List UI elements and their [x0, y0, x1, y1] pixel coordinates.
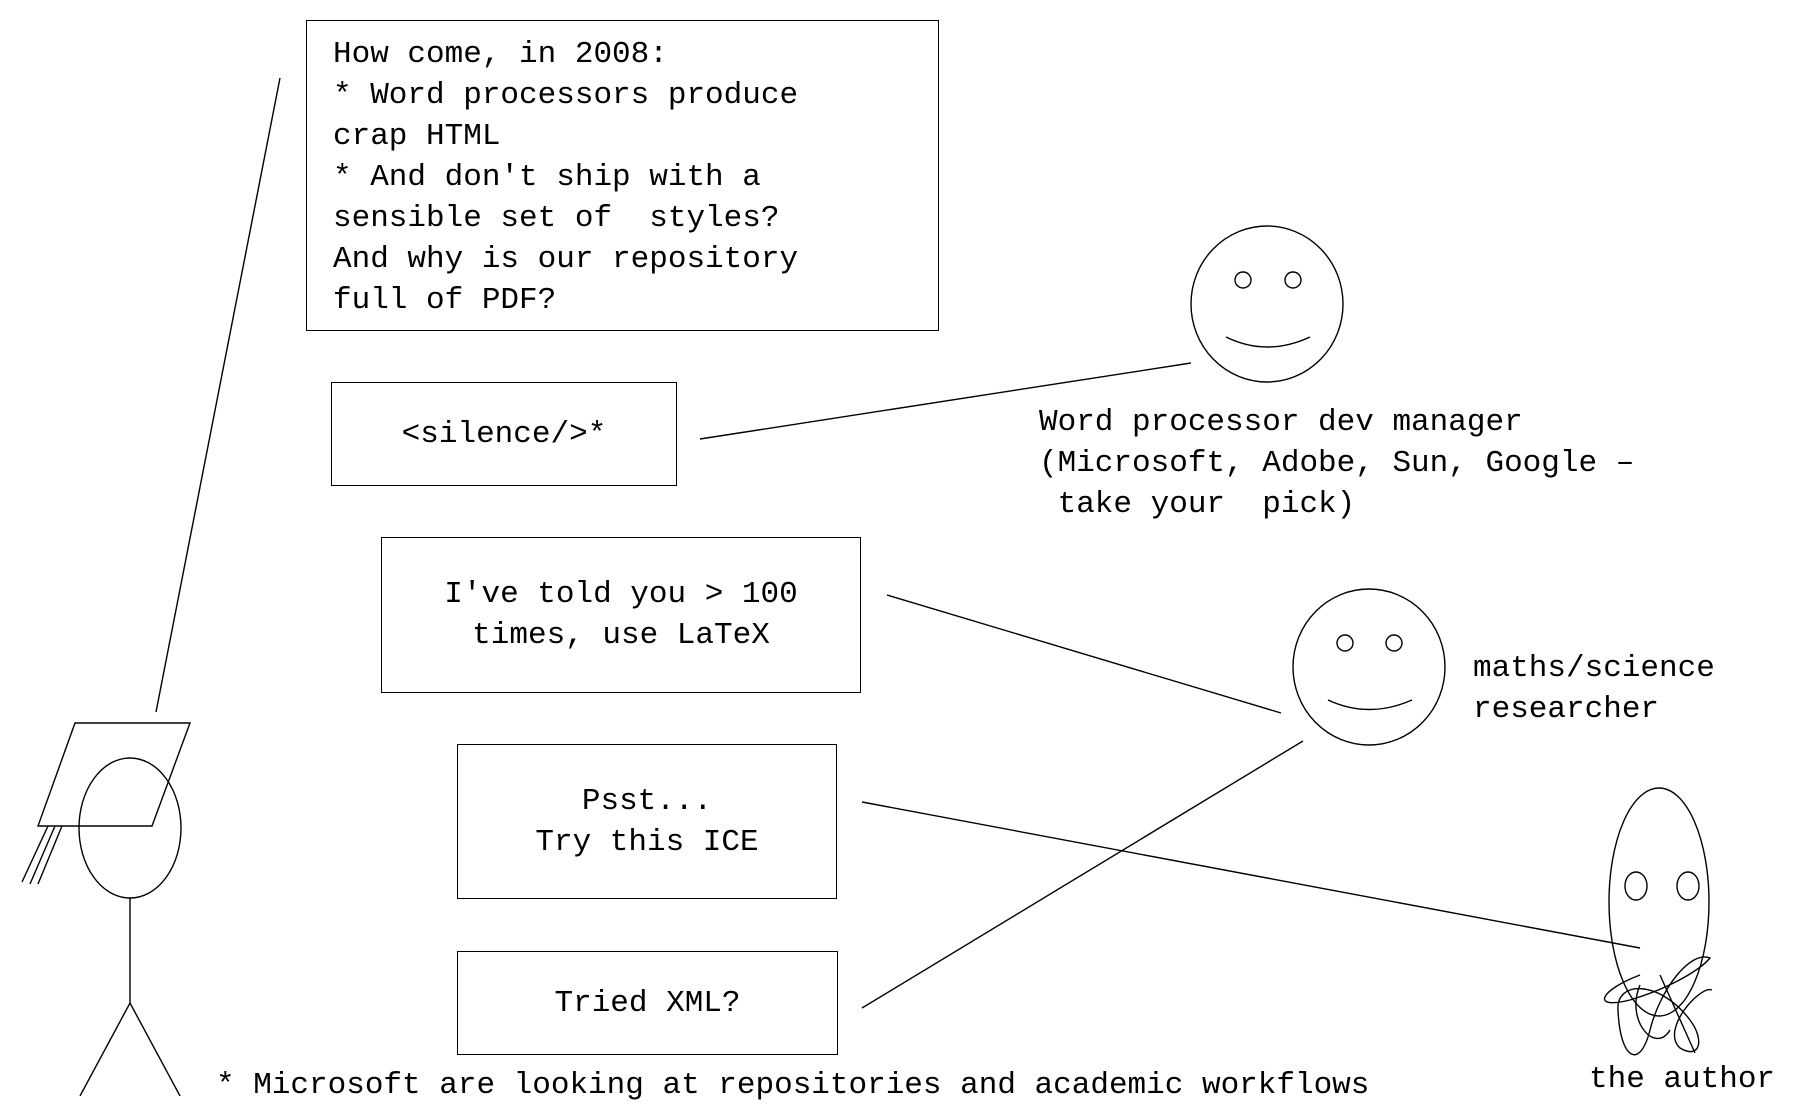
dev-manager-face: [1190, 225, 1344, 383]
latex-speech-line: [886, 594, 1282, 714]
question-box: How come, in 2008: * Word processors pro…: [306, 20, 939, 331]
researcher-eye-right: [1385, 634, 1403, 652]
author-eye-right: [1676, 871, 1700, 901]
mortarboard-hat: [37, 722, 192, 827]
graduate-leg-right: [129, 1002, 181, 1096]
footnote: * Microsoft are looking at repositories …: [216, 1068, 1370, 1103]
dev-manager-label: Word processor dev manager (Microsoft, A…: [1039, 405, 1635, 522]
mortarboard-tassel: [21, 825, 63, 885]
dev-manager-eye-right: [1284, 271, 1302, 289]
author-eye-left: [1624, 871, 1648, 901]
author-head: [1608, 787, 1710, 1017]
author-label: the author: [1589, 1062, 1776, 1097]
xml-box: Tried XML?: [457, 951, 838, 1055]
silence-box: <silence/>*: [331, 382, 677, 486]
graduate-head: [78, 757, 182, 899]
ice-box: Psst... Try this ICE: [457, 744, 837, 899]
researcher-eye-left: [1336, 634, 1354, 652]
silence-speech-line: [699, 362, 1192, 440]
dev-manager-eye-left: [1234, 271, 1252, 289]
dev-manager-smile: [1225, 336, 1311, 348]
latex-box: I've told you > 100 times, use LaTeX: [381, 537, 861, 693]
researcher-face: [1292, 588, 1446, 746]
graduate-leg-left: [79, 1002, 131, 1096]
researcher-smile: [1327, 699, 1413, 711]
ice-speech-line: [861, 801, 1641, 949]
question-speech-line: [155, 77, 281, 713]
author-beard-scribble: [1603, 956, 1713, 1056]
researcher-label: maths/science researcher: [1473, 651, 1715, 727]
xml-speech-line: [861, 740, 1304, 1009]
